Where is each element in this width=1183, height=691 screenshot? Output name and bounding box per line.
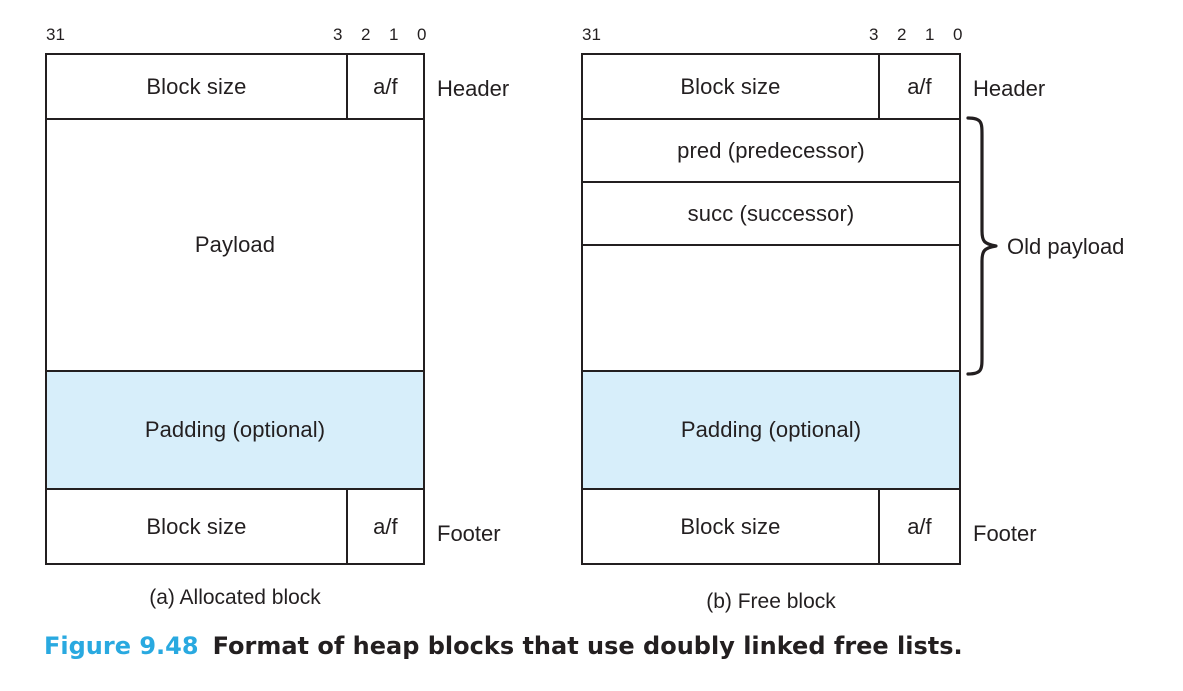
bit-label-1-a: 1 [389,25,399,44]
allocated-footer-side-label: Footer [437,521,501,546]
bit-label-2-b: 2 [897,25,907,44]
free-footer-row: Block size a/f [581,488,961,565]
free-header-side-label: Header [973,76,1046,101]
free-footer-block-size: Block size [680,513,781,539]
allocated-payload-row: Payload [45,118,425,372]
free-block-sub-caption: (b) Free block [706,590,836,613]
allocated-footer-row: Block size a/f [45,488,425,565]
figure-number: Figure 9.48 [44,632,199,660]
figure-caption: Figure 9.48 Format of heap blocks that us… [44,632,963,660]
free-pred-label: pred (predecessor) [677,137,865,163]
free-padding-label: Padding (optional) [680,417,862,442]
allocated-header-row: Block size a/f [45,53,425,120]
free-header-block-size: Block size [680,73,781,99]
free-block-diagram: 31 3 2 1 0 Block size a/f pred (predeces… [581,25,962,565]
allocated-payload-label: Payload [194,232,276,257]
allocated-header-block-size: Block size [146,73,247,99]
figure-caption-text: Format of heap blocks that use doubly li… [212,632,963,660]
bit-label-0-a: 0 [417,25,427,44]
free-succ-label: succ (successor) [687,200,855,226]
bit-label-2-a: 2 [361,25,371,44]
allocated-block-sub-caption: (a) Allocated block [149,586,321,609]
free-pred-row: pred (predecessor) [581,118,961,183]
old-payload-brace [966,116,998,376]
free-header-row: Block size a/f [581,53,961,120]
bit-label-1-b: 1 [925,25,935,44]
bit-label-msb-a: 31 [46,25,65,44]
allocated-header-side-label: Header [437,76,510,101]
allocated-header-af-bits: a/f [345,55,423,118]
bit-label-3-b: 3 [869,25,879,44]
free-padding-row: Padding (optional) [581,370,961,490]
bit-label-3-a: 3 [333,25,343,44]
free-old-payload-remainder-row [581,244,961,372]
bit-label-msb-b: 31 [582,25,601,44]
bit-label-0-b: 0 [953,25,963,44]
old-payload-brace-label: Old payload [1007,234,1125,259]
free-header-af-bits: a/f [877,55,959,118]
allocated-padding-label: Padding (optional) [144,417,326,442]
allocated-padding-row: Padding (optional) [45,370,425,490]
allocated-footer-af-bits: a/f [345,490,423,563]
free-footer-side-label: Footer [973,521,1037,546]
allocated-footer-block-size: Block size [146,513,247,539]
free-succ-row: succ (successor) [581,181,961,246]
allocated-block-diagram: 31 3 2 1 0 Block size a/f Payload Paddin… [45,25,426,565]
free-footer-af-bits: a/f [877,490,959,563]
